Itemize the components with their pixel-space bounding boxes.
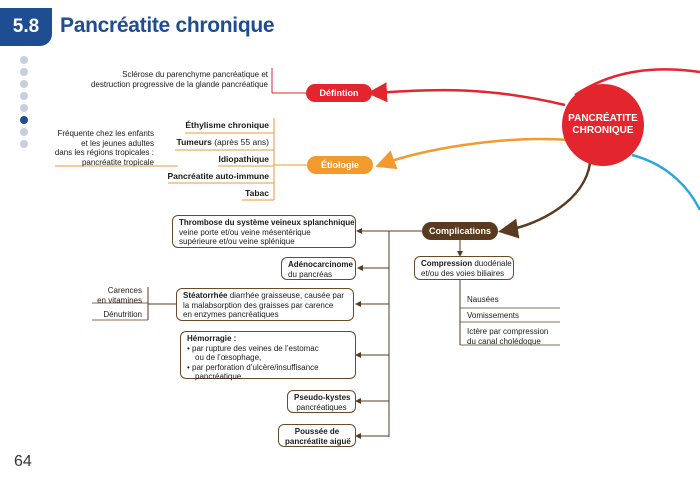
central-line2: CHRONIQUE bbox=[572, 125, 634, 136]
note-line: Nausées bbox=[467, 295, 499, 304]
box-line: veine porte et/ou veine mésentérique bbox=[179, 227, 311, 237]
box-steatorrhee: Stéatorrhée diarrhée graisseuse, causée … bbox=[176, 288, 354, 321]
box-compression: Compression duodénale et/ou des voies bi… bbox=[414, 256, 514, 280]
item-bold: Tumeurs bbox=[176, 137, 212, 147]
note-line: Carences bbox=[107, 286, 142, 295]
section-dot bbox=[20, 104, 28, 112]
chapter-badge: 5.8 bbox=[0, 8, 52, 46]
section-dot bbox=[20, 92, 28, 100]
box-line: pancréatiques bbox=[296, 402, 347, 412]
note-line: Dénutrition bbox=[103, 310, 142, 319]
note-line: Ictère par compression bbox=[467, 327, 549, 336]
definition-text: Sclérose du parenchyme pancréatique et d… bbox=[80, 70, 268, 89]
box-line: en enzymes pancréatiques bbox=[183, 310, 279, 319]
box-line: la malabsorption des graisses par carenc… bbox=[183, 300, 334, 310]
central-line1: PANCRÉATITE bbox=[568, 113, 638, 124]
item-bold: Éthylisme chronique bbox=[185, 120, 269, 130]
note-line: et les jeunes adultes bbox=[81, 138, 154, 148]
compression-nausees: Nausées bbox=[467, 295, 499, 305]
box-pseudokystes: Pseudo-kystes pancréatiques bbox=[287, 390, 356, 413]
box-bold: Stéatorrhée bbox=[183, 291, 228, 300]
item-normal: (après 55 ans) bbox=[211, 137, 269, 147]
etiologie-pill: Étiologie bbox=[307, 156, 373, 174]
section-dot bbox=[20, 68, 28, 76]
box-bold: Pseudo-kystes bbox=[294, 393, 351, 402]
box-hemorragie: Hémorragie : • par rupture des veines de… bbox=[180, 331, 356, 381]
item-bold: Tabac bbox=[245, 188, 269, 198]
box-line: ou de l’œsophage, bbox=[195, 353, 262, 362]
box-bold: Adénocarcinome bbox=[288, 260, 353, 269]
section-dot bbox=[20, 80, 28, 88]
note-line: en vitamines bbox=[97, 295, 142, 305]
note-line: du canal cholédoque bbox=[467, 336, 541, 346]
box-line: supérieure et/ou veine splénique bbox=[179, 237, 295, 246]
note-line: Vomissements bbox=[467, 311, 520, 320]
box-poussee: Poussée de pancréatite aiguë bbox=[278, 424, 356, 447]
section-dot bbox=[20, 56, 28, 64]
box-line: duodénale bbox=[472, 259, 512, 268]
item-bold: Idiopathique bbox=[218, 154, 269, 164]
compression-vomissements: Vomissements bbox=[467, 311, 519, 321]
etiologie-item-tabac: Tabac bbox=[150, 188, 269, 199]
etiologie-item-idiopathique: Idiopathique bbox=[150, 154, 269, 165]
etiologie-item-ethylisme: Éthylisme chronique bbox=[150, 120, 269, 131]
definition-pill: Défintion bbox=[306, 84, 372, 102]
box-bold: Thrombose du système veineux splanchniqu… bbox=[179, 218, 355, 227]
section-dot bbox=[20, 140, 28, 148]
box-line: et/ou des voies biliaires bbox=[421, 268, 505, 278]
box-bold: Hémorragie : bbox=[187, 334, 237, 343]
compression-ictere: Ictère par compression du canal cholédoq… bbox=[467, 327, 548, 346]
box-bold: Compression bbox=[421, 259, 473, 268]
etiologie-item-tumeurs: Tumeurs (après 55 ans) bbox=[150, 137, 269, 148]
steato-carences: Carences en vitamines bbox=[80, 286, 142, 305]
note-line: pancréatite tropicale bbox=[81, 157, 154, 167]
definition-line1: Sclérose du parenchyme pancréatique et bbox=[122, 70, 268, 79]
note-line: dans les régions tropicales : bbox=[54, 148, 154, 157]
etiologie-note: Fréquente chez les enfants et les jeunes… bbox=[30, 129, 154, 167]
item-bold: Pancréatite auto-immune bbox=[167, 171, 269, 181]
section-dot bbox=[20, 128, 28, 136]
box-line: • par perforation d’ulcère/insuffisance bbox=[187, 362, 319, 372]
section-dot-active bbox=[20, 116, 28, 124]
box-bold: pancréatite aiguë bbox=[285, 436, 351, 446]
note-line: Fréquente chez les enfants bbox=[57, 129, 154, 138]
etiologie-item-autoimmune: Pancréatite auto-immune bbox=[150, 171, 269, 182]
steato-denutrition: Dénutrition bbox=[80, 310, 142, 320]
box-line: diarrhée graisseuse, causée par bbox=[227, 291, 344, 300]
page-number: 64 bbox=[14, 453, 32, 470]
box-bold: Poussée de bbox=[294, 427, 340, 436]
box-line: pancréatique bbox=[195, 372, 242, 381]
definition-line2: destruction progressive de la glande pan… bbox=[90, 79, 268, 89]
box-adenocarcinome: Adénocarcinome du pancréas bbox=[281, 257, 356, 280]
box-line: du pancréas bbox=[288, 269, 333, 279]
complications-pill: Complications bbox=[422, 222, 498, 240]
box-line: • par rupture des veines de l’estomac bbox=[187, 343, 319, 353]
page-title: Pancréatite chronique bbox=[60, 14, 275, 37]
box-thrombose: Thrombose du système veineux splanchniqu… bbox=[172, 215, 356, 248]
